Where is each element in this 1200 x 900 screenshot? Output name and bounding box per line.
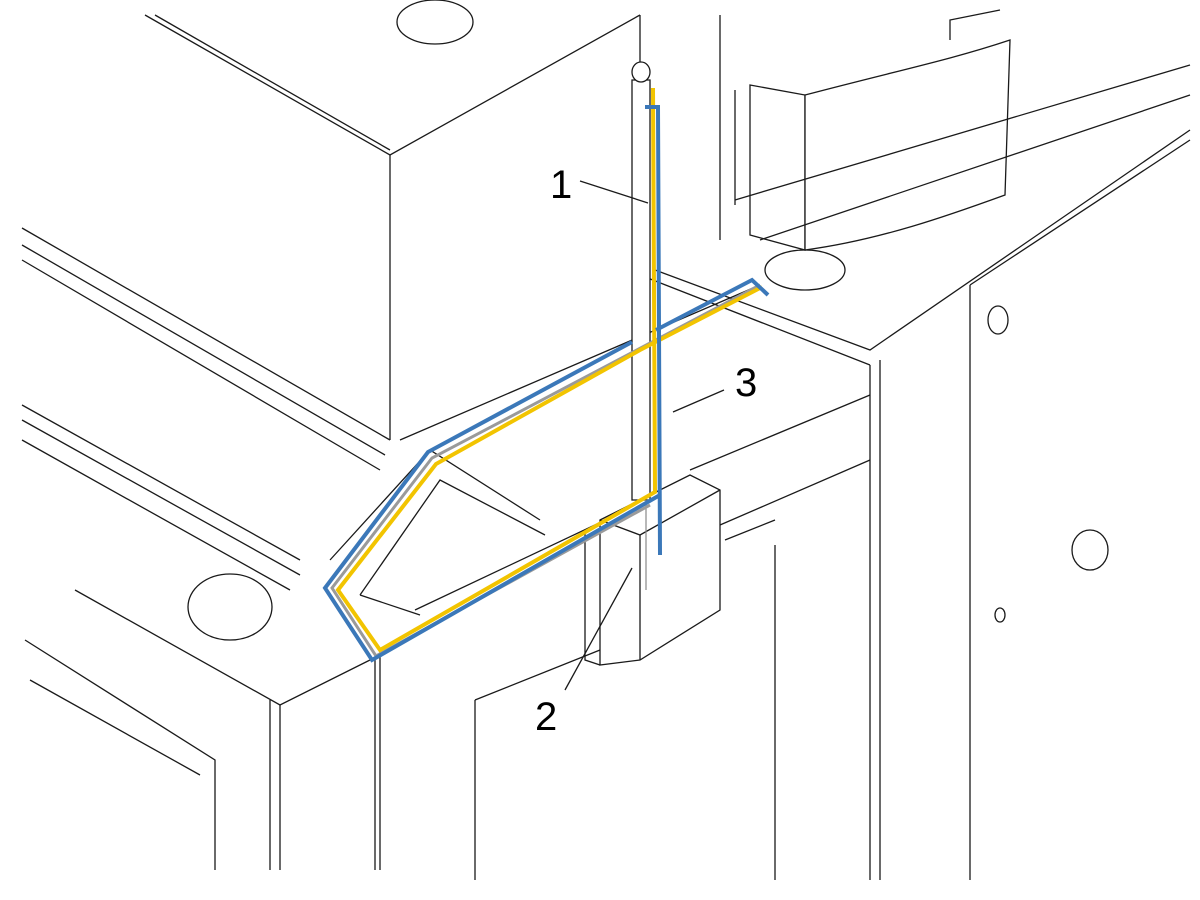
- equipment-outline: [21, 0, 1191, 880]
- callouts: 1 2 3: [535, 163, 757, 739]
- callout-2: 2: [535, 695, 557, 739]
- callout-1: 1: [550, 163, 572, 207]
- callout-leader-1: [579, 180, 649, 204]
- cable-blue: [322, 105, 770, 663]
- cable-route: [322, 87, 770, 663]
- callout-leader-3: [672, 389, 725, 413]
- cable-yellow: [335, 87, 763, 653]
- callout-leader-2: [564, 567, 633, 691]
- callout-3: 3: [735, 361, 757, 405]
